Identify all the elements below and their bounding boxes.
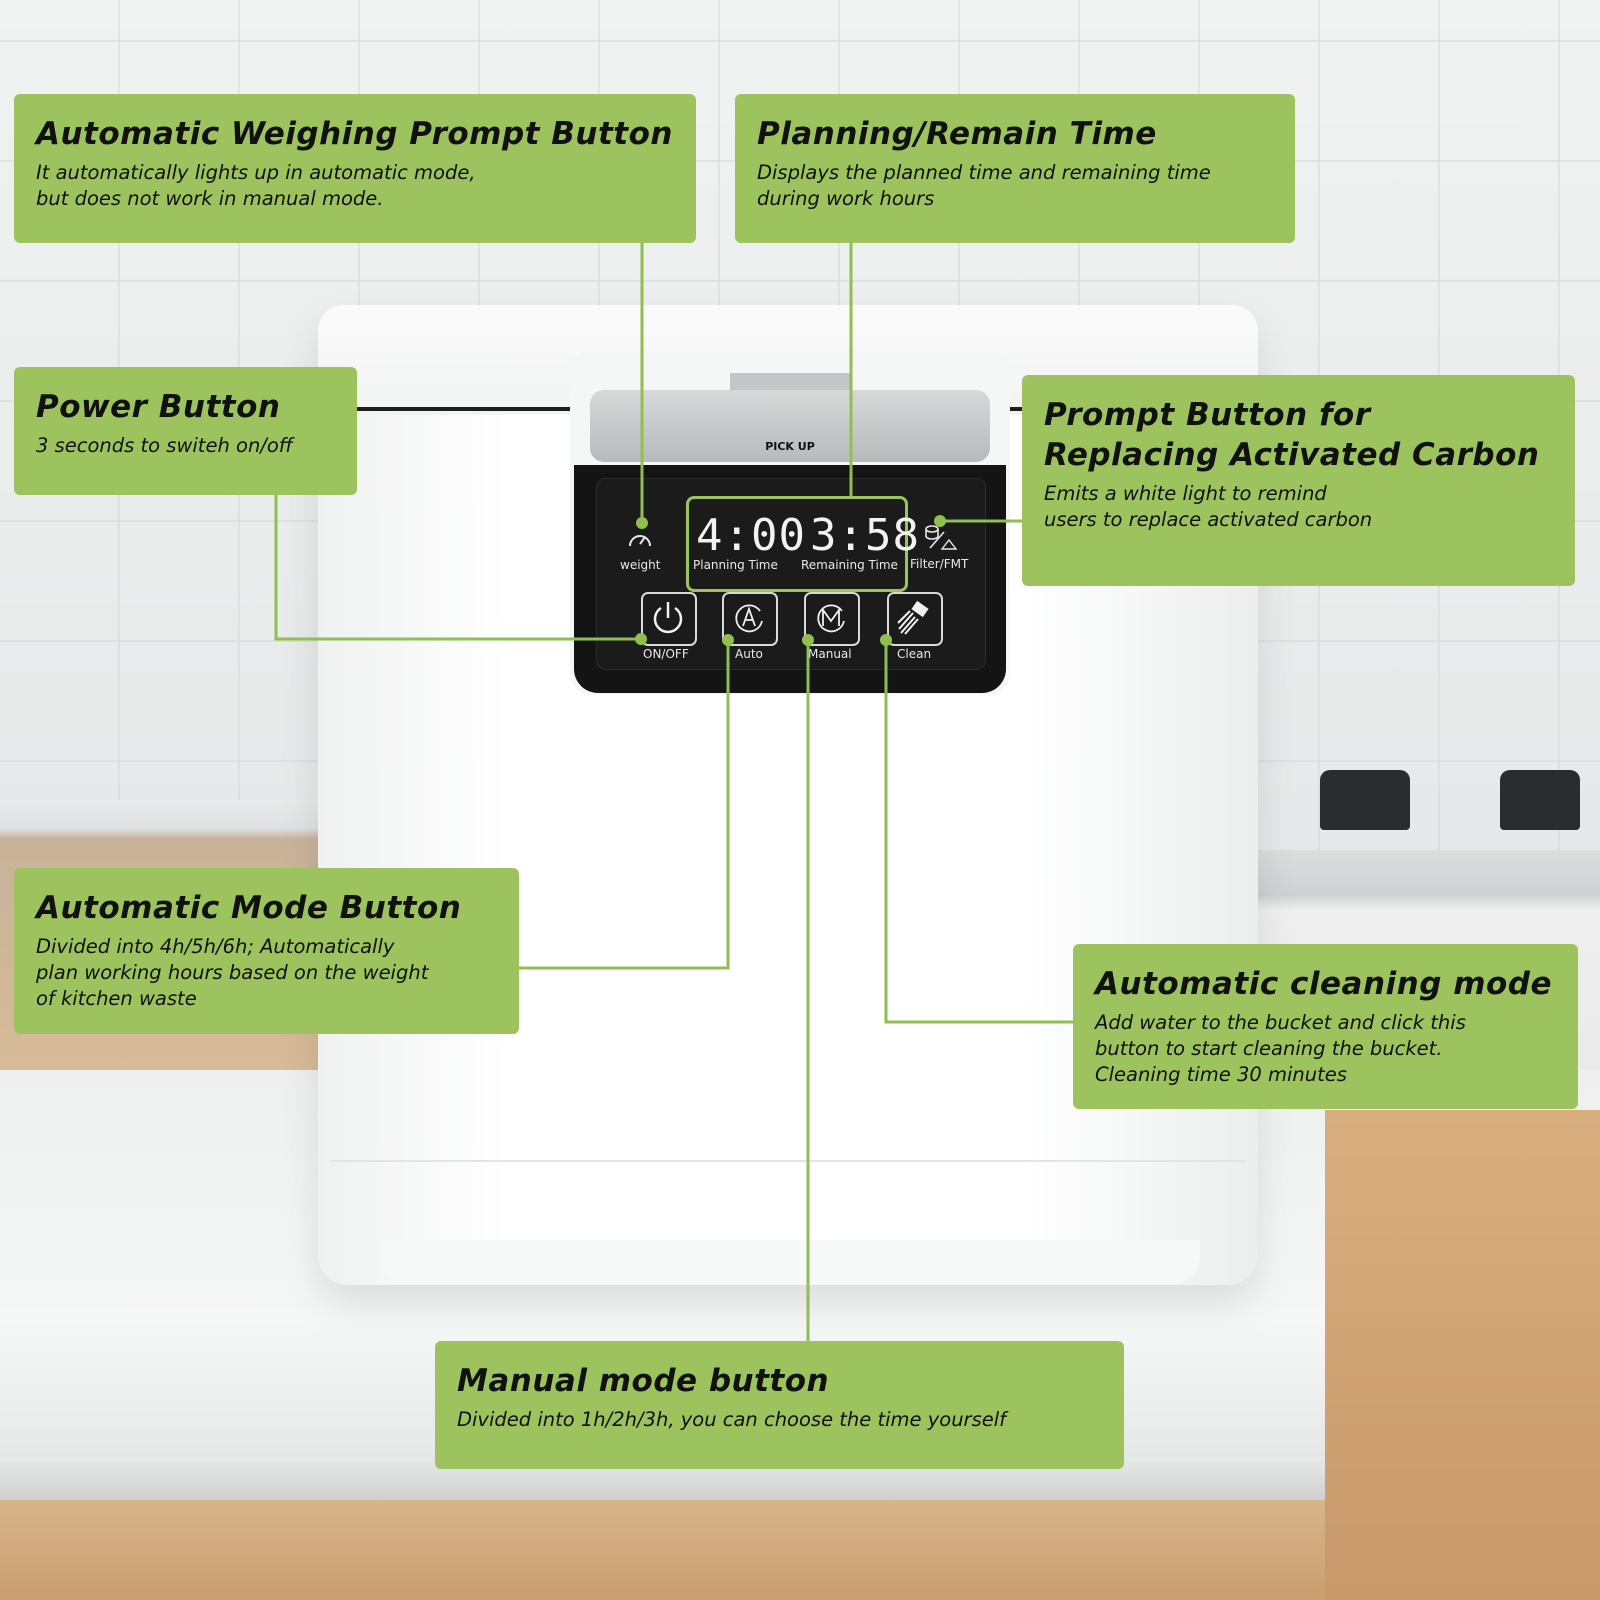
on-off-label: ON/OFF (643, 647, 689, 661)
stove-burner-right (1500, 770, 1580, 830)
time-display-highlight (686, 496, 908, 592)
connector-power (274, 495, 641, 641)
weight-gauge-icon (629, 535, 651, 547)
power-icon (653, 602, 683, 634)
callout-description: Displays the planned time and remaining … (757, 161, 1211, 210)
pick-up-label: PICK UP (765, 440, 815, 453)
callout-description: Add water to the bucket and click this b… (1095, 1011, 1466, 1086)
callout-description: 3 seconds to switeh on/off (36, 434, 293, 457)
handle-notch (730, 373, 850, 391)
callout-description: Emits a white light to remind users to r… (1044, 482, 1373, 531)
pick-up-handle[interactable] (590, 390, 990, 462)
dot-power (635, 633, 647, 645)
manual-label: Manual (808, 647, 852, 661)
remaining-time-digits: 3:58 (810, 510, 920, 561)
callout-title: Automatic cleaning mode (1095, 966, 1553, 1002)
callout-title: Manual mode button (457, 1363, 830, 1399)
wood-cabinet-front (0, 1500, 1460, 1600)
callout-description: It automatically lights up in automatic … (36, 161, 476, 210)
planning-time-digits: 4:00 (696, 510, 806, 561)
callout-automatic-cleaning: Automatic cleaning mode Add water to the… (1073, 944, 1578, 1109)
auto-mode-icon (735, 604, 763, 633)
callout-activated-carbon: Prompt Button for Replacing Activated Ca… (1022, 375, 1575, 586)
auto-label: Auto (735, 647, 763, 661)
manual-button[interactable] (804, 592, 860, 646)
wood-side-panel (1325, 1110, 1600, 1600)
callout-title: Planning/Remain Time (757, 116, 1157, 152)
callout-manual-mode: Manual mode button Divided into 1h/2h/3h… (435, 1341, 1124, 1469)
manual-mode-icon (817, 604, 845, 633)
connector-clean (884, 640, 1073, 1024)
clean-label: Clean (897, 647, 932, 661)
auto-button[interactable] (722, 592, 778, 646)
control-panel-inner (596, 478, 986, 670)
callout-weighing-prompt: Automatic Weighing Prompt Button It auto… (14, 94, 696, 243)
callout-automatic-mode: Automatic Mode Button Divided into 4h/5h… (14, 868, 519, 1034)
callout-title: Automatic Mode Button (36, 890, 462, 926)
dot-carbon (934, 515, 946, 527)
on-off-button[interactable] (641, 592, 697, 646)
callout-description: Divided into 4h/5h/6h; Automatically pla… (36, 935, 429, 1010)
filter-carbon-icon (925, 525, 958, 550)
clean-brush-icon (897, 600, 929, 635)
dot-weighing (636, 517, 648, 529)
callout-power-button: Power Button 3 seconds to switeh on/off (14, 367, 357, 495)
callout-title: Power Button (36, 389, 281, 425)
callout-planning-remain-time: Planning/Remain Time Displays the planne… (735, 94, 1295, 243)
stove-burner-left (1320, 770, 1410, 830)
connector-auto (519, 640, 730, 970)
planning-time-label: Planning Time (693, 558, 778, 572)
filter-fmt-label: Filter/FMT (910, 557, 969, 571)
remaining-time-label: Remaining Time (801, 558, 898, 572)
clean-button[interactable] (887, 592, 943, 646)
dot-clean (880, 634, 892, 646)
dot-manual (802, 634, 814, 646)
callout-title: Automatic Weighing Prompt Button (36, 116, 673, 152)
weight-label: weight (620, 558, 661, 572)
callout-title: Prompt Button for Replacing Activated Ca… (1044, 397, 1540, 473)
recycler-base (380, 1240, 1200, 1285)
base-seam (330, 1160, 1245, 1162)
callout-description: Divided into 1h/2h/3h, you can choose th… (457, 1408, 1007, 1431)
dot-auto (722, 634, 734, 646)
